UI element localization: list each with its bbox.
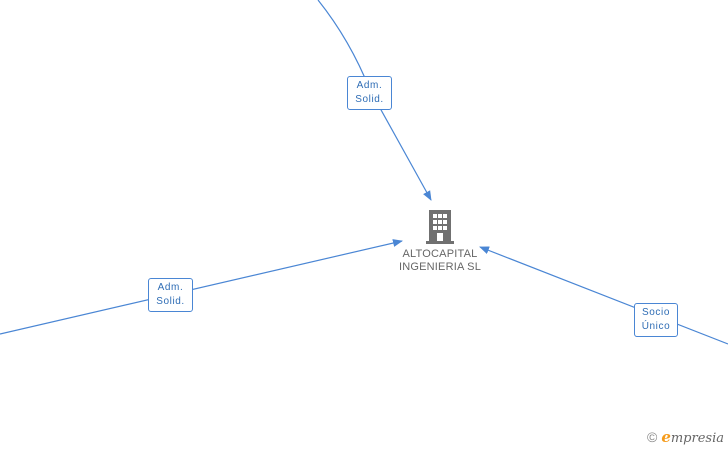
building-icon (426, 210, 454, 244)
edge-left (0, 239, 403, 335)
brand-watermark: © empresia (647, 428, 724, 446)
relation-label-line1: Adm. (356, 80, 383, 91)
company-name: ALTOCAPITAL INGENIERIA SL (390, 248, 490, 274)
relation-label-top[interactable]: Adm. Solid. (347, 76, 392, 110)
relation-label-left[interactable]: Adm. Solid. (148, 278, 193, 312)
brand-logo-e: e (661, 428, 671, 446)
relation-label-right[interactable]: Socio Único (634, 303, 678, 337)
copyright-symbol: © (646, 429, 658, 445)
brand-logo: empresia (661, 428, 724, 446)
edge-right (479, 246, 728, 345)
relation-label-line1: Socio (641, 307, 670, 318)
relation-label-line2: Único (641, 321, 671, 332)
brand-logo-text: mpresia (670, 431, 724, 446)
company-name-line2: INGENIERIA SL (398, 261, 482, 273)
relation-label-line2: Solid. (156, 296, 185, 307)
relation-label-line1: Adm. (157, 282, 184, 293)
relation-label-line2: Solid. (355, 94, 384, 105)
company-name-line1: ALTOCAPITAL (402, 248, 478, 260)
company-node[interactable]: ALTOCAPITAL INGENIERIA SL (390, 208, 490, 274)
